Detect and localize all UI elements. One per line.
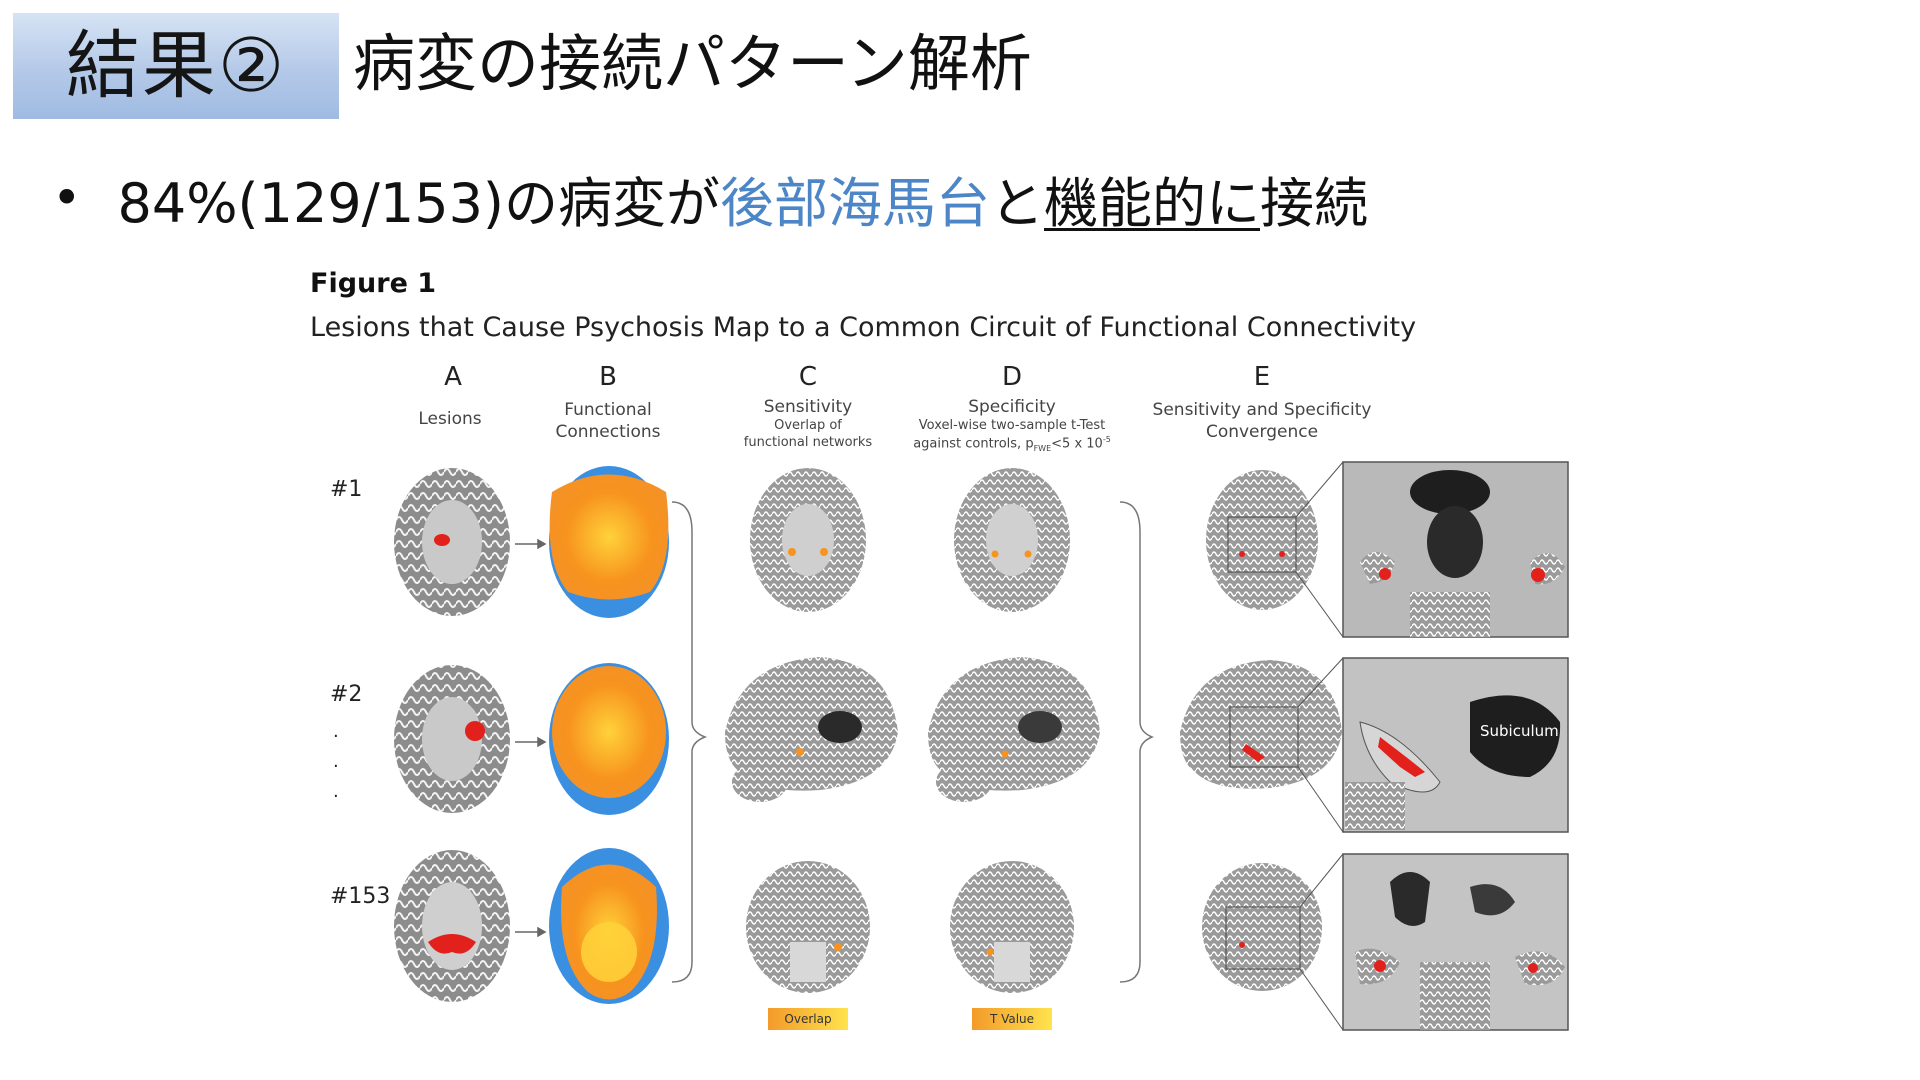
figure-caption: Lesions that Cause Psychosis Map to a Co… bbox=[310, 312, 1417, 343]
row-label-2: #2 bbox=[330, 682, 363, 707]
col-sub-c-line3: functional networks bbox=[743, 434, 873, 450]
col-letter-c: C bbox=[798, 362, 818, 392]
col-sub-b: Functional Connections bbox=[555, 399, 660, 443]
col-c-brains bbox=[725, 468, 898, 993]
col-sub-b-line2: Connections bbox=[555, 422, 661, 443]
figure-label: Figure 1 bbox=[310, 268, 437, 299]
col-sub-d: Specificity Voxel-wise two-sample t-Test… bbox=[913, 396, 1111, 454]
bullet-highlight: 後部海馬台 bbox=[720, 171, 990, 235]
col-letter-a: A bbox=[444, 362, 462, 392]
col-letter-b: B bbox=[599, 362, 617, 392]
col-sub-b-line1: Functional bbox=[564, 400, 652, 420]
col-sub-d-line3a: against controls, p bbox=[913, 436, 1034, 452]
col-sub-d-line3: against controls, pFWE<5 x 10-5 bbox=[913, 434, 1111, 453]
bullet-dot: • bbox=[52, 169, 82, 227]
col-sub-c-line1: Sensitivity bbox=[763, 397, 853, 417]
col-sub-a: Lesions bbox=[418, 409, 482, 429]
ellipsis-dot: . bbox=[333, 751, 339, 772]
bracket-b-c bbox=[671, 501, 708, 983]
bullet-line: • 84%(129/153)の病変が 後部海馬台 と 機能的に 接続 bbox=[52, 162, 1368, 235]
figure-1: Figure 1 Lesions that Cause Psychosis Ma… bbox=[300, 262, 1600, 1042]
col-sub-c-line2: Overlap of bbox=[774, 418, 842, 434]
lesion-a3 bbox=[428, 934, 476, 954]
col-sub-e-line2: Convergence bbox=[1205, 422, 1319, 443]
col-d-brains bbox=[928, 468, 1100, 993]
slide-title: 病変の接続パターン解析 bbox=[353, 27, 1032, 100]
subiculum-label: Subiculum bbox=[1480, 722, 1559, 740]
col-sub-d-line1: Specificity bbox=[968, 397, 1056, 417]
lesion-a1 bbox=[434, 534, 450, 546]
brain-figure-art bbox=[394, 461, 1569, 1031]
col-letter-d: D bbox=[1001, 362, 1023, 392]
col-e-brains bbox=[1180, 461, 1344, 1031]
title-badge: 結果② bbox=[13, 13, 339, 119]
colorbar-overlap: Overlap bbox=[768, 1008, 848, 1030]
arrows-a-b bbox=[515, 538, 547, 938]
col-a-brains bbox=[394, 468, 510, 1002]
col-b-brains bbox=[549, 466, 669, 1004]
col-sub-d-line2: Voxel-wise two-sample t-Test bbox=[918, 418, 1106, 434]
row-label-3: #153 bbox=[330, 884, 391, 909]
colorbar-tvalue: T Value bbox=[972, 1008, 1052, 1030]
badge-text: 結果② bbox=[65, 23, 287, 109]
bullet-text-1: 84%(129/153)の病変が bbox=[117, 171, 721, 235]
row-ellipsis: . . . bbox=[333, 717, 339, 807]
col-letter-e: E bbox=[1253, 362, 1271, 392]
bracket-d-e bbox=[1119, 501, 1154, 983]
col-sub-e: Sensitivity and Specificity Convergence bbox=[1153, 399, 1372, 443]
bullet-text-3: 接続 bbox=[1260, 171, 1368, 235]
lesion-a2 bbox=[465, 721, 485, 741]
col-sub-d-line3b: <5 x 10 bbox=[1051, 436, 1103, 452]
zoom-panels bbox=[1342, 461, 1569, 1031]
bullet-text-2: と bbox=[990, 171, 1044, 235]
row-label-1: #1 bbox=[330, 477, 363, 502]
col-sub-e-line1: Sensitivity and Specificity bbox=[1152, 400, 1372, 420]
ellipsis-dot: . bbox=[333, 781, 339, 802]
ellipsis-dot: . bbox=[333, 721, 339, 742]
col-sub-c: Sensitivity Overlap of functional networ… bbox=[744, 396, 872, 452]
bullet-underlined: 機能的に bbox=[1044, 171, 1260, 235]
